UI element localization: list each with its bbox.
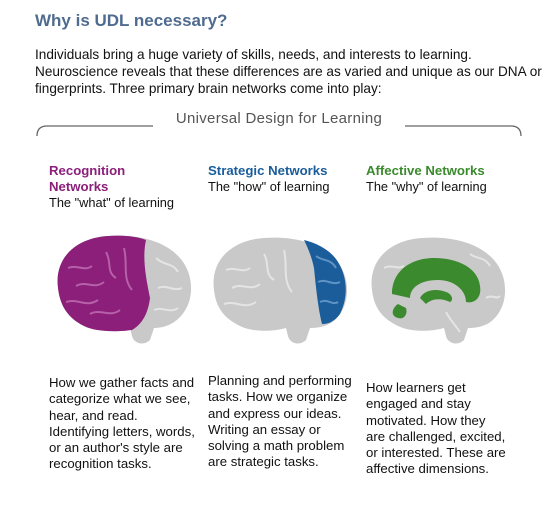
strategic-brain-icon <box>213 237 348 344</box>
strategic-subtitle: The "how" of learning <box>208 179 330 194</box>
affective-brain-icon <box>371 237 506 344</box>
strategic-column: Strategic Networks The "how" of learning <box>208 163 378 195</box>
affective-description: How learners get engaged and stay motiva… <box>366 380 506 477</box>
affective-heading: Affective Networks <box>366 163 485 178</box>
recognition-subtitle: The "what" of learning <box>49 195 175 210</box>
strategic-heading: Strategic Networks <box>208 163 328 178</box>
affective-column: Affective Networks The "why" of learning <box>366 163 536 195</box>
affective-subtitle: The "why" of learning <box>366 179 487 194</box>
banner-title: Universal Design for Learning <box>0 110 558 127</box>
recognition-column: Recognition Networks The "what" of learn… <box>49 163 219 211</box>
recognition-description: How we gather facts and categorize what … <box>49 375 195 472</box>
strategic-description: Planning and performing tasks. How we or… <box>208 373 352 470</box>
intro-paragraph: Individuals bring a huge variety of skil… <box>35 47 542 96</box>
banner-bracket <box>35 118 523 138</box>
recognition-brain-icon <box>57 235 192 344</box>
page-title: Why is UDL necessary? <box>35 11 228 30</box>
recognition-heading: Recognition Networks <box>49 163 126 194</box>
